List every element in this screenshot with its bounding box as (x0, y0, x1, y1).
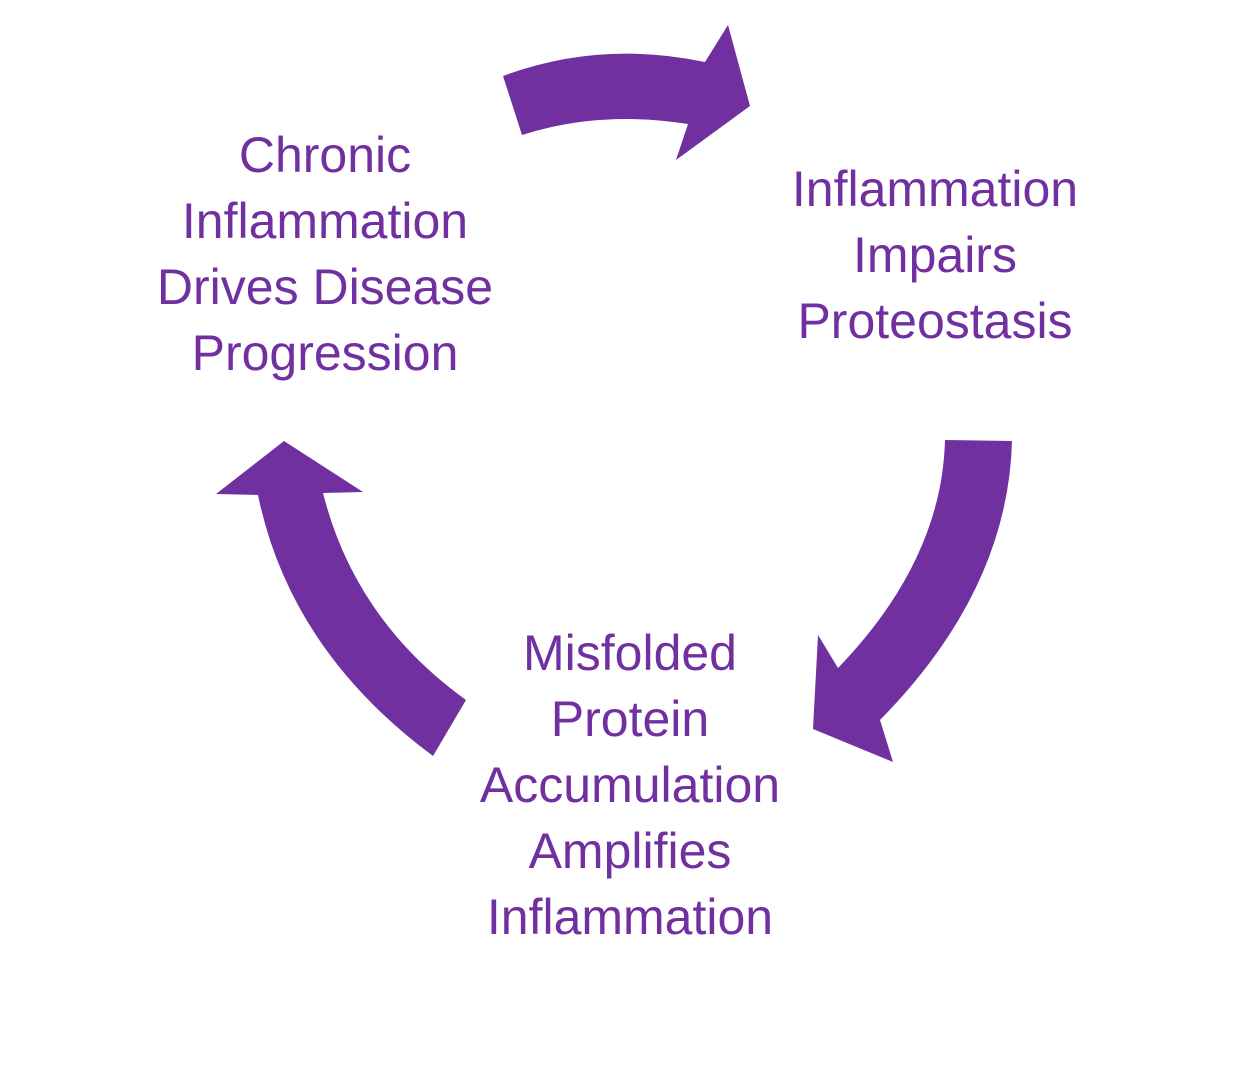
arrow-impairs-to-misfolded (813, 440, 1012, 762)
node-chronic-inflammation: Chronic Inflammation Drives Disease Prog… (105, 122, 545, 386)
node-line: Inflammation (486, 889, 774, 945)
node-line: Proteostasis (797, 293, 1073, 349)
node-line: Protein (550, 691, 710, 747)
node-line: Inflammation (181, 193, 469, 249)
node-line: Progression (191, 325, 459, 381)
node-line: Chronic (238, 127, 412, 183)
node-line: Impairs (853, 227, 1017, 283)
node-line: Drives Disease (156, 259, 494, 315)
node-line: Accumulation (479, 757, 781, 813)
node-line: Inflammation (791, 161, 1079, 217)
node-misfolded-protein-accumulation: Misfolded Protein Accumulation Amplifies… (410, 620, 850, 950)
node-line: Amplifies (528, 823, 732, 879)
arrow-chronic-to-impairs (503, 25, 750, 160)
node-line: Misfolded (523, 625, 737, 681)
arrow-misfolded-to-chronic (216, 441, 466, 756)
node-inflammation-impairs-proteostasis: Inflammation Impairs Proteostasis (715, 156, 1155, 354)
